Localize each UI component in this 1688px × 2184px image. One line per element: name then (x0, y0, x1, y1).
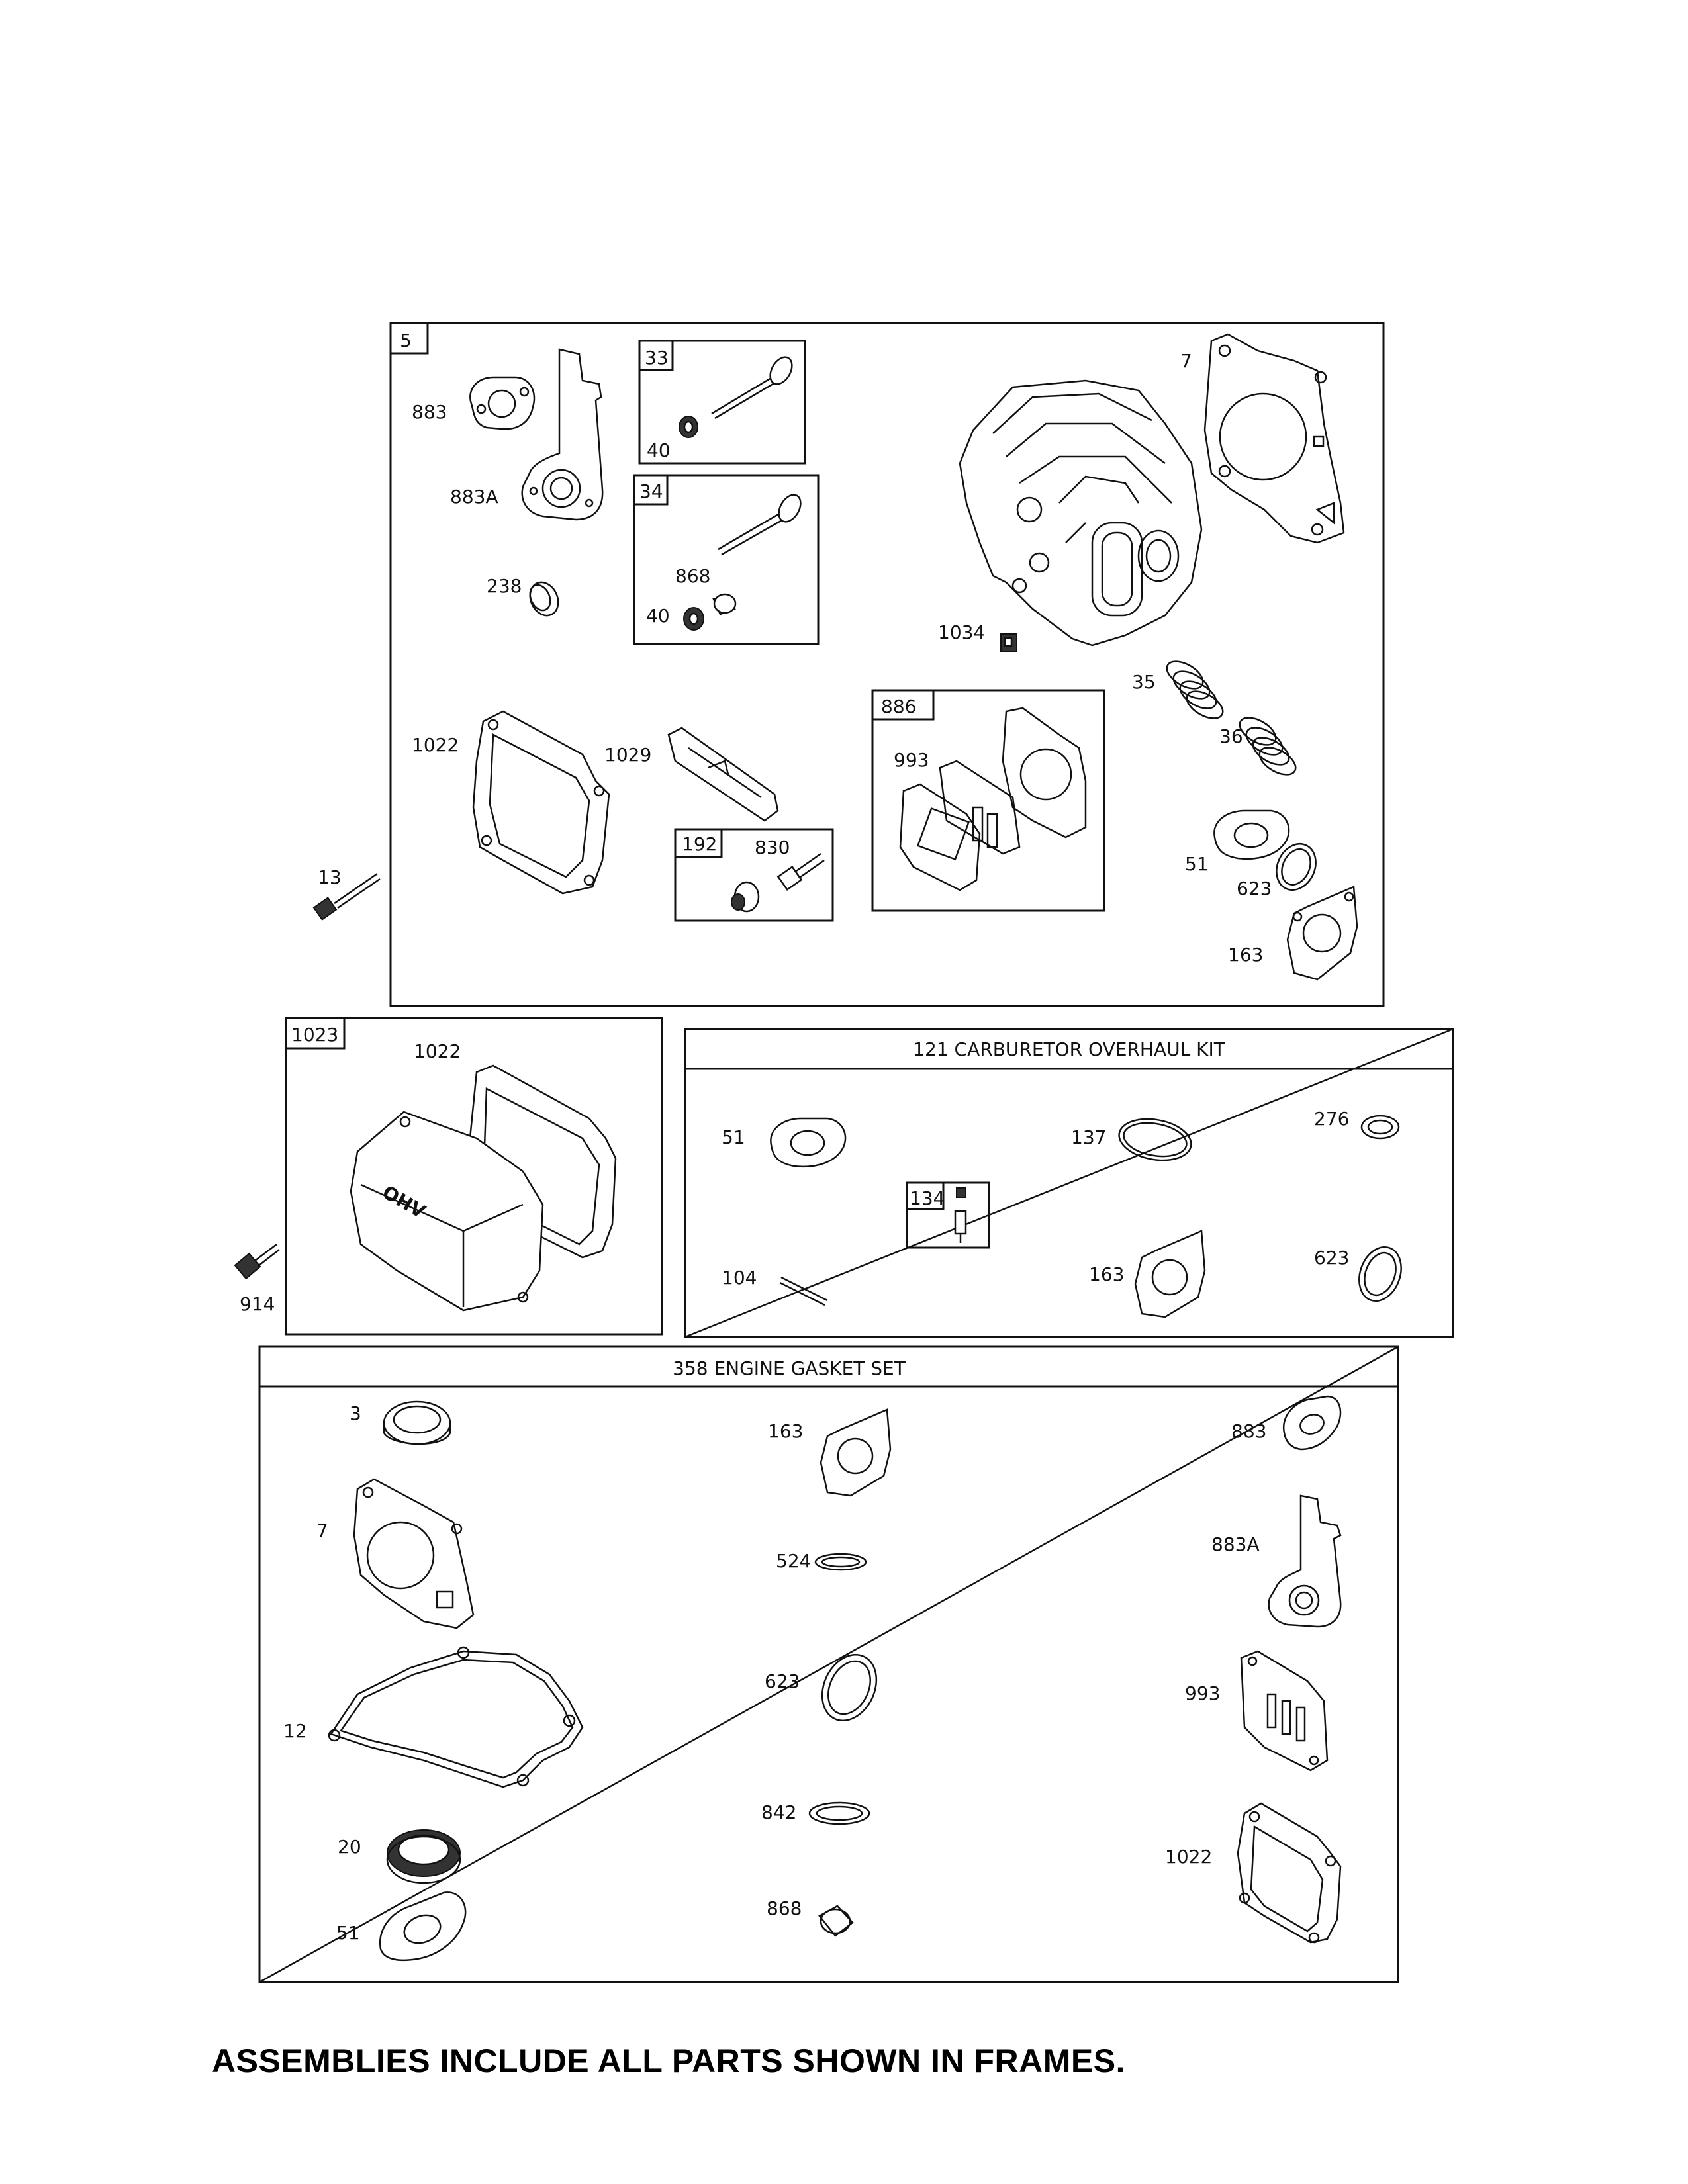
label-883: 883 (412, 401, 447, 423)
label-163-carb: 163 (1089, 1263, 1124, 1285)
label-163-set: 163 (768, 1420, 803, 1442)
part-163-gasket-top (1286, 886, 1358, 981)
label-7-set: 7 (316, 1520, 328, 1541)
label-137: 137 (1071, 1126, 1106, 1148)
frame-carb-part-134: 134 (906, 1181, 990, 1249)
label-1022-cover: 1022 (414, 1040, 461, 1062)
part-12-crankcase-gasket (328, 1646, 584, 1788)
label-623-top: 623 (1237, 878, 1272, 899)
part-20-oil-seal (386, 1829, 461, 1884)
label-51-top: 51 (1185, 853, 1209, 875)
part-137-ring (1118, 1118, 1192, 1161)
part-842-ring (808, 1801, 870, 1825)
frame-intake-valve: 33 (638, 340, 806, 465)
label-7-top: 7 (1180, 350, 1192, 372)
part-883-gasket (469, 376, 536, 430)
part-163-gasket-carb (1134, 1230, 1206, 1318)
part-51-gasket-set (379, 1891, 467, 1962)
label-36: 36 (1219, 725, 1243, 747)
part-883a-heat-shield-set (1268, 1494, 1342, 1628)
label-883-set: 883 (1231, 1420, 1266, 1442)
label-13: 13 (318, 866, 342, 888)
part-7-head-gasket-set (353, 1478, 475, 1629)
label-623-carb: 623 (1314, 1247, 1349, 1269)
label-40-exhaust: 40 (646, 605, 670, 627)
part-1034-clip (1000, 633, 1017, 652)
frame-label-1023: 1023 (291, 1024, 338, 1046)
frame-label-5: 5 (400, 330, 412, 351)
part-163-gasket-set (820, 1408, 892, 1497)
label-51-carb: 51 (722, 1126, 745, 1148)
label-1029: 1029 (604, 744, 651, 766)
part-993-gasket-set (1240, 1650, 1329, 1772)
footer-note: ASSEMBLIES INCLUDE ALL PARTS SHOWN IN FR… (212, 2042, 1125, 2079)
frame-exhaust-valve: 34 (633, 474, 820, 645)
label-1022-set: 1022 (1165, 1846, 1212, 1868)
label-40-intake: 40 (647, 439, 671, 461)
label-868-set: 868 (767, 1897, 802, 1919)
label-868-top: 868 (675, 565, 710, 587)
frame-label-886: 886 (881, 696, 916, 717)
frame-cylinder-head-assembly: 5 (389, 322, 1385, 1007)
part-3-oil-seal (383, 1400, 451, 1445)
label-20: 20 (338, 1836, 361, 1858)
frame-label-33: 33 (645, 347, 669, 369)
part-51-gasket-top (1213, 809, 1290, 860)
frame-adjuster: 192 (674, 828, 834, 922)
part-868-valve-seal (818, 1905, 854, 1937)
frame-valve-cover: 1023 OHV (285, 1017, 663, 1336)
gasket-set-title: 358 ENGINE GASKET SET (673, 1357, 906, 1379)
label-35: 35 (1132, 671, 1156, 693)
label-238: 238 (487, 575, 522, 597)
part-524-ring (814, 1553, 867, 1571)
label-830: 830 (755, 837, 790, 858)
frame-label-192: 192 (682, 833, 717, 855)
part-35-spring (1166, 660, 1224, 719)
label-623-set: 623 (765, 1670, 800, 1692)
label-914: 914 (240, 1293, 275, 1315)
label-524: 524 (776, 1550, 811, 1572)
part-7-head-gasket (1203, 333, 1345, 544)
part-cylinder-head (959, 379, 1203, 647)
label-1022-top: 1022 (412, 734, 459, 756)
label-104: 104 (722, 1267, 757, 1289)
part-238-plug (529, 581, 559, 617)
label-842: 842 (761, 1801, 796, 1823)
part-51-gasket-carb (770, 1117, 847, 1167)
part-883a-heat-shield (521, 348, 604, 521)
part-623-ring-set (821, 1653, 878, 1722)
label-993-set: 993 (1185, 1682, 1220, 1704)
frame-carburetor-kit: 121 CARBURETOR OVERHAUL KIT (684, 1028, 1454, 1338)
part-623-ring-carb (1358, 1246, 1402, 1302)
part-1029-rocker-arm (667, 727, 779, 822)
part-1022-gasket-top (472, 710, 610, 895)
label-883a-set: 883A (1211, 1533, 1260, 1555)
carburetor-kit-title: 121 CARBURETOR OVERHAUL KIT (913, 1038, 1226, 1060)
label-993-top: 993 (894, 749, 929, 771)
frame-intake-gasket-kit: 886 (871, 689, 1105, 912)
label-276: 276 (1314, 1108, 1349, 1130)
label-3: 3 (350, 1402, 361, 1424)
frame-label-134: 134 (910, 1187, 945, 1209)
part-883-gasket-set (1282, 1395, 1342, 1451)
label-12: 12 (283, 1720, 307, 1742)
label-1034: 1034 (938, 621, 985, 643)
part-1022-gasket-set (1237, 1802, 1342, 1944)
part-914-bolt (234, 1244, 280, 1280)
part-623-ring-top (1276, 843, 1317, 891)
frame-label-34: 34 (639, 480, 663, 502)
label-883a: 883A (450, 486, 498, 508)
part-276-washer (1360, 1115, 1400, 1140)
label-163-top: 163 (1228, 944, 1263, 966)
label-51-set: 51 (336, 1922, 360, 1944)
part-36-spring (1239, 717, 1297, 776)
part-104-pin (779, 1276, 828, 1306)
part-13-bolt (312, 872, 381, 921)
